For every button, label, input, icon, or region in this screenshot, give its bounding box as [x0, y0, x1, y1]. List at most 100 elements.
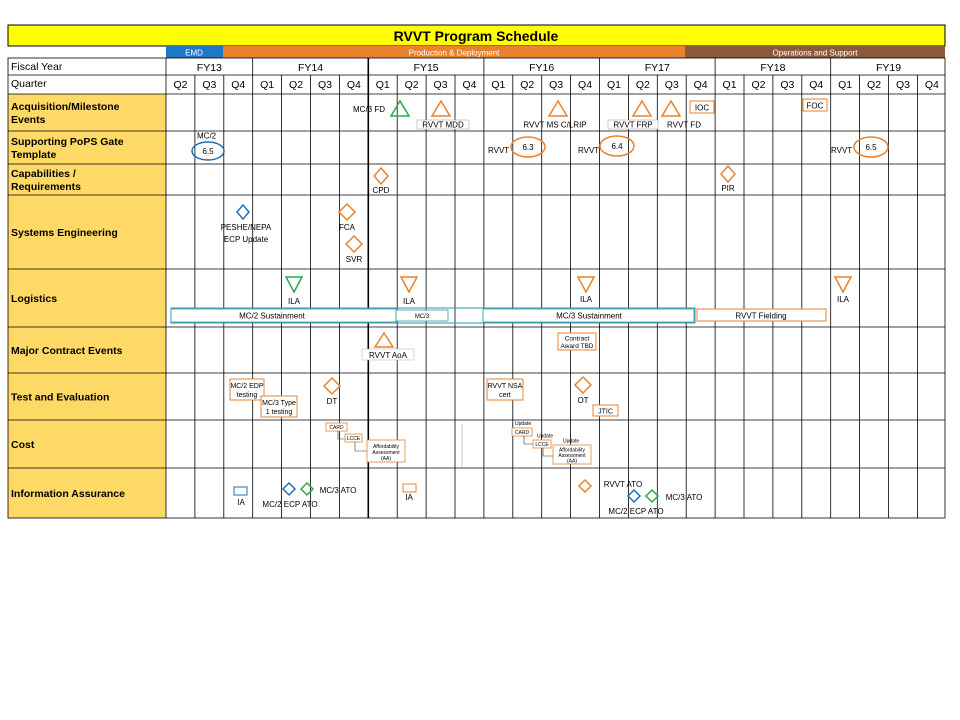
row-label-bg	[8, 131, 166, 164]
row-label-line: Template	[11, 149, 56, 161]
row-label: Capabilities /Requirements	[11, 168, 81, 193]
row-label-line: Acquisition/Milestone	[11, 101, 120, 113]
pops-gates: MC/2 6.5 RVVT 6.3 RVVT 6.4 RVVT 6.5	[191, 132, 889, 161]
schedule-title: RVVT Program Schedule	[394, 28, 559, 44]
mc3-ato-2-diamond	[644, 488, 660, 504]
rvvt-ato-diamond	[577, 478, 593, 494]
pops-gate-1-label: 6.5	[202, 147, 214, 156]
peshe-diamond	[236, 203, 250, 221]
mc2-edp-box	[229, 378, 265, 401]
svr-diamond	[344, 234, 364, 254]
quarter-label-14: Q4	[578, 79, 592, 91]
mc3-small-bar	[395, 309, 449, 322]
pops-mc2-label: MC/2	[197, 132, 217, 141]
mc2-sustainment-label: MC/2 Sustainment	[239, 312, 306, 321]
rvvt-mdd-label: RVVT MDD	[422, 121, 464, 130]
mc3-fd-label: MC/3 FD	[353, 105, 385, 114]
mc3-small-label: MC/3	[415, 314, 430, 320]
row-label-bg	[8, 269, 166, 327]
afford-1-l3: (AA)	[381, 456, 391, 462]
ioc-box	[689, 100, 715, 114]
rvvt-ms-c-label: RVVT MS C/LRIP	[523, 121, 586, 130]
info-assurance-events: IA MC/3 ATO MC/2 ECP ATO IA RVVT ATO MC/…	[233, 478, 702, 516]
logistics-events: ILA ILA ILA ILA MC/2 Sustainment MC/3 MC…	[170, 276, 853, 324]
cost-arrow-2	[354, 442, 367, 452]
mc3-fd-triangle	[389, 99, 411, 117]
fiscal-year-fy19: FY19	[876, 62, 901, 74]
row-label: Cost	[11, 439, 35, 451]
pops-rvvt-a-label: RVVT	[488, 146, 509, 155]
quarter-label-23: Q1	[838, 79, 852, 91]
quarter-label-19: Q1	[723, 79, 737, 91]
lcce-2-label: LCCE	[535, 442, 549, 448]
fiscal-year-fy13: FY13	[197, 62, 222, 74]
cpd-label: CPD	[373, 186, 390, 195]
card-2-box	[511, 427, 533, 437]
rvvt-frp-box	[607, 119, 659, 130]
card-1-label: CARD	[329, 425, 344, 431]
afford-1-l2: Assessment	[372, 450, 400, 456]
pops-gate-4	[853, 136, 889, 158]
quarter-label-16: Q2	[636, 79, 650, 91]
row-label-bg	[8, 164, 166, 195]
svr-label: SVR	[346, 255, 363, 264]
cost-arrow-4	[542, 448, 553, 457]
quarter-label-26: Q4	[925, 79, 939, 91]
systems-engineering-events: PESHE/NEPA ECP Update FCA SVR	[221, 202, 364, 264]
quarter-label-0: Q2	[173, 79, 187, 91]
quarter-label-4: Q2	[289, 79, 303, 91]
quarter-label-3: Q1	[260, 79, 274, 91]
fiscal-year-fy17: FY17	[645, 62, 670, 74]
pops-gate-1	[191, 141, 225, 161]
row-label-line: Test and Evaluation	[11, 392, 109, 404]
afford-2-box	[552, 444, 592, 465]
quarter-label-5: Q3	[318, 79, 332, 91]
capabilities-events: CPD PIR	[373, 164, 736, 195]
quarter-label-8: Q2	[405, 79, 419, 91]
rvvt-fd-label: RVVT FD	[667, 121, 701, 130]
fiscal-year-fy15: FY15	[414, 62, 439, 74]
quarter-label-7: Q1	[376, 79, 390, 91]
pops-gate-2	[510, 136, 546, 158]
fiscal-year-fy14: FY14	[298, 62, 323, 74]
quarter-label-11: Q1	[491, 79, 505, 91]
row-label-bg	[8, 94, 166, 131]
ila-3-triangle	[576, 276, 596, 294]
pops-gate-2-label: 6.3	[522, 143, 534, 152]
pops-rvvt-c-label: RVVT	[831, 146, 852, 155]
row-label-line: Events	[11, 114, 46, 126]
foc-box	[802, 98, 828, 112]
row-label: Information Assurance	[11, 488, 125, 500]
row-label-line: Capabilities /	[11, 168, 76, 180]
nsa-cert-box	[486, 378, 524, 401]
row-label-bg	[8, 195, 166, 269]
phase-emd	[166, 46, 223, 58]
contract-award-box	[557, 332, 597, 351]
cpd-diamond	[373, 166, 389, 186]
mc3-type-l1: MC/3 Type	[262, 400, 296, 407]
update-2-label: Update	[537, 434, 553, 440]
pops-gate-3-label: 6.4	[611, 142, 623, 151]
row-label: Major Contract Events	[11, 345, 123, 357]
quarter-label-13: Q3	[549, 79, 563, 91]
contract-award-l2: Award TBD	[561, 343, 594, 350]
milestone-events: MC/3 FD RVVT MDD RVVT MS C/LRIP RVVT FRP…	[353, 98, 828, 130]
ia-1-doc-icon	[233, 486, 248, 496]
rvvt-fielding-bar	[696, 308, 827, 322]
ecp-update-label: ECP Update	[224, 235, 269, 244]
jtic-label: JTIC	[598, 409, 613, 416]
mc2-edp-l2: testing	[237, 392, 258, 399]
ot-label: OT	[577, 396, 588, 405]
quarter-label-17: Q3	[665, 79, 679, 91]
row-label: Test and Evaluation	[11, 392, 109, 404]
row-label-line: Supporting PoPS Gate	[11, 136, 124, 148]
row-label-line: Systems Engineering	[11, 227, 118, 239]
row-label-bg	[8, 468, 166, 518]
quarter-label-20: Q2	[751, 79, 765, 91]
fca-label: FCA	[339, 223, 356, 232]
cost-events: CARD LCCE Affordability Assessment (AA) …	[325, 421, 592, 467]
pir-diamond	[720, 164, 736, 184]
update-3-label: Update	[563, 439, 579, 445]
